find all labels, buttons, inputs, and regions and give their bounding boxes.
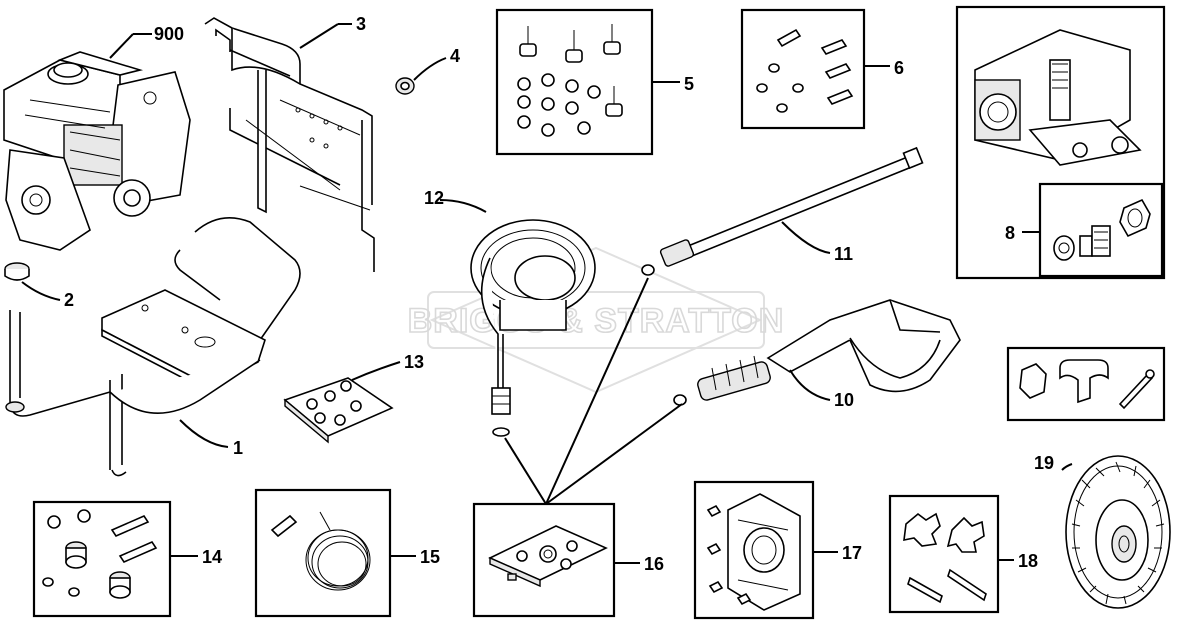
bolt-kit-box-6[interactable] <box>740 8 866 130</box>
engine-900[interactable] <box>3 51 191 251</box>
seal-kit-8[interactable] <box>1053 198 1151 261</box>
nozzle-bag-part-13[interactable] <box>283 377 394 444</box>
label-11: 11 <box>834 244 853 264</box>
o-ring-kit-box-16[interactable] <box>472 502 616 618</box>
label-900: 900 <box>154 24 184 44</box>
watermark-text: BRIGGS & STRATTON <box>408 302 785 340</box>
label-8: 8 <box>1005 223 1015 243</box>
label-19: 19 <box>1034 453 1054 473</box>
mount-kit-box-5[interactable] <box>495 8 654 156</box>
spray-gun-part-10[interactable] <box>673 299 961 406</box>
label-14: 14 <box>202 547 222 567</box>
hose-part-12[interactable] <box>470 219 596 437</box>
label-16: 16 <box>644 554 664 574</box>
label-1: 1 <box>233 438 243 458</box>
mounting-plate-box-17[interactable] <box>693 480 815 620</box>
label-5: 5 <box>684 74 694 94</box>
brand-watermark: BRIGGS & STRATTON <box>407 246 785 394</box>
pump-box[interactable] <box>955 5 1166 280</box>
label-4: 4 <box>450 46 460 66</box>
label-2: 2 <box>64 290 74 310</box>
label-18: 18 <box>1018 551 1038 571</box>
label-13: 13 <box>404 352 424 372</box>
label-6: 6 <box>894 58 904 78</box>
knob-bolt-box-18[interactable] <box>888 494 1000 614</box>
frame-part-1[interactable] <box>5 216 301 477</box>
label-17: 17 <box>842 543 862 563</box>
label-10: 10 <box>834 390 854 410</box>
hardware-box-14[interactable] <box>32 500 172 618</box>
nut-part-4[interactable] <box>395 77 415 95</box>
knob-kit-box[interactable] <box>1006 346 1166 422</box>
cap-part-2[interactable] <box>4 262 30 281</box>
wheel-part-19[interactable] <box>1065 455 1171 609</box>
label-15: 15 <box>420 547 440 567</box>
label-3: 3 <box>356 14 366 34</box>
wand-part-11[interactable] <box>641 146 924 276</box>
coil-kit-box-15[interactable] <box>254 488 392 618</box>
handle-part-3[interactable] <box>204 17 375 272</box>
label-12: 12 <box>424 188 444 208</box>
